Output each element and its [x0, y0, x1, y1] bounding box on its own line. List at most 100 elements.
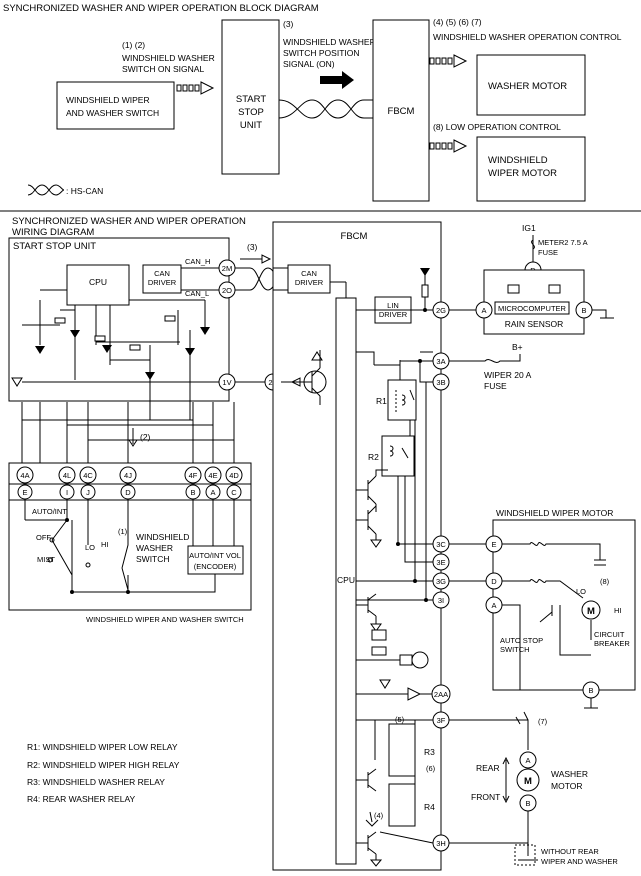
wiring-title-2: WIRING DIAGRAM — [12, 227, 94, 238]
ssu-pin-2m: 2M — [218, 259, 236, 277]
svg-text:MOTOR: MOTOR — [551, 781, 582, 791]
hs-can-legend: : HS-CAN — [27, 184, 103, 196]
svg-text:4D: 4D — [229, 471, 239, 480]
svg-text:RAIN SENSOR: RAIN SENSOR — [505, 319, 564, 329]
switch-pin-4f: 4F — [184, 466, 202, 484]
switch-pin-4j: 4J — [119, 466, 137, 484]
switch-pin-4a: 4A — [16, 466, 34, 484]
svg-text:A: A — [491, 601, 496, 610]
svg-text:LO: LO — [576, 587, 586, 596]
svg-text:R1: R1 — [376, 396, 387, 406]
svg-text:3A: 3A — [436, 357, 445, 366]
svg-text:AND WASHER SWITCH: AND WASHER SWITCH — [66, 108, 159, 118]
svg-text:3F: 3F — [437, 716, 446, 725]
svg-text:CIRCUIT: CIRCUIT — [594, 630, 625, 639]
svg-text:B: B — [588, 686, 593, 695]
svg-text:IG1: IG1 — [522, 223, 536, 233]
svg-text:2G: 2G — [436, 306, 446, 315]
svg-text:4E: 4E — [208, 471, 217, 480]
svg-text:3B: 3B — [436, 378, 445, 387]
svg-text:MIST: MIST — [37, 555, 55, 564]
svg-text:2AA: 2AA — [434, 690, 448, 699]
svg-text:LIN: LIN — [387, 301, 399, 310]
relay-r4-label: R4 — [424, 802, 435, 812]
svg-text:FUSE: FUSE — [538, 248, 558, 257]
start-stop-unit: START STOP UNIT CPU CAN DRIVER CAN_H CAN… — [8, 237, 230, 420]
svg-text:2M: 2M — [222, 264, 232, 273]
svg-text:SWITCH: SWITCH — [500, 645, 530, 654]
svg-text:3C: 3C — [436, 540, 446, 549]
relay-r2: R2 — [368, 435, 415, 477]
start-stop-unit-block: START STOP UNIT — [221, 19, 280, 175]
svg-text:(6): (6) — [426, 764, 436, 773]
label-2: (2) — [140, 432, 151, 442]
relay-r3-label: R3 — [424, 747, 435, 757]
svg-text:4L: 4L — [63, 471, 71, 480]
washer-control-label-2: WINDSHIELD WASHER OPERATION CONTROL — [433, 32, 622, 42]
svg-text:R2: WINDSHIELD WIPER HIGH RELA: R2: WINDSHIELD WIPER HIGH RELAY — [27, 760, 180, 770]
svg-text:WIPER AND WASHER: WIPER AND WASHER — [541, 857, 618, 866]
switch-pin-e: E — [17, 484, 33, 500]
svg-text:WINDSHIELD: WINDSHIELD — [488, 155, 548, 166]
switch-pin-i: I — [59, 484, 75, 500]
svg-text:A: A — [481, 306, 486, 315]
washer-signal-label-2: WINDSHIELD WASHER — [122, 53, 215, 63]
wiper-washer-switch: 4A 4L 4C 4J 4F 4E 4D E I J D B A C AUTO/… — [8, 402, 252, 611]
svg-text:CAN_H: CAN_H — [185, 257, 210, 266]
svg-text:CPU: CPU — [89, 277, 107, 287]
svg-text:AUTO/INT VOL: AUTO/INT VOL — [189, 551, 241, 560]
svg-text:DRIVER: DRIVER — [295, 278, 324, 287]
svg-text:CAN: CAN — [154, 269, 170, 278]
washer-motor: (7) A M B REAR FRONT WASHER MOTOR WITHOU… — [449, 711, 618, 866]
svg-text:2O: 2O — [222, 286, 232, 295]
svg-text:R4: REAR WASHER RELAY: R4: REAR WASHER RELAY — [27, 794, 135, 804]
svg-text:A: A — [525, 756, 530, 765]
svg-text:CAN_L: CAN_L — [185, 289, 209, 298]
svg-text:WASHER: WASHER — [551, 769, 588, 779]
switch-pin-c: C — [226, 484, 242, 500]
svg-text:J: J — [86, 488, 90, 497]
svg-text:WINDSHIELD WIPER: WINDSHIELD WIPER — [66, 95, 150, 105]
wiper-fuse: B+ WIPER 20 A FUSE — [449, 342, 532, 391]
position-label-3: SWITCH POSITION — [283, 48, 360, 58]
svg-text:4C: 4C — [83, 471, 93, 480]
switch-pin-4l: 4L — [58, 466, 76, 484]
svg-text:B: B — [581, 306, 586, 315]
switch-pin-a: A — [205, 484, 221, 500]
position-label-1: (3) — [283, 19, 294, 29]
svg-text:B+: B+ — [512, 342, 523, 352]
svg-text:WIPER 20 A: WIPER 20 A — [484, 370, 532, 380]
label-3: (3) — [247, 242, 258, 252]
svg-text:FBCM: FBCM — [341, 231, 368, 242]
svg-text:D: D — [125, 488, 131, 497]
washer-signal-label-1: (1) (2) — [122, 40, 145, 50]
svg-text:FUSE: FUSE — [484, 381, 507, 391]
svg-text:HI: HI — [101, 540, 109, 549]
ssu-pin-1v: 1V — [218, 373, 236, 391]
svg-text:E: E — [491, 540, 496, 549]
switch-pin-b: B — [185, 484, 201, 500]
svg-text:1V: 1V — [222, 378, 231, 387]
svg-text:: HS-CAN: : HS-CAN — [66, 186, 103, 196]
svg-text:WINDSHIELD WIPER MOTOR: WINDSHIELD WIPER MOTOR — [496, 508, 613, 518]
svg-text:4F: 4F — [189, 471, 198, 480]
svg-text:4J: 4J — [124, 471, 132, 480]
svg-text:A: A — [210, 488, 215, 497]
switch-pin-d: D — [120, 484, 136, 500]
position-label-2: WINDSHIELD WASHER — [283, 37, 376, 47]
svg-text:LO: LO — [85, 543, 95, 552]
switch-on-signal-arrow — [176, 81, 215, 95]
svg-text:FRONT: FRONT — [471, 792, 500, 802]
fbcm-pins: 2G 3A 3B 3C 3E 3G 3I 2AA 3F 3H — [356, 268, 451, 852]
svg-text:BREAKER: BREAKER — [594, 639, 630, 648]
washer-signal-label-3: SWITCH ON SIGNAL — [122, 64, 204, 74]
svg-text:4A: 4A — [20, 471, 29, 480]
svg-text:B: B — [190, 488, 195, 497]
svg-text:AUTO STOP: AUTO STOP — [500, 636, 543, 645]
ssu-pin-2o: 2O — [218, 281, 236, 299]
label-2-arrow — [128, 428, 138, 447]
svg-text:(8): (8) — [600, 577, 610, 586]
svg-text:HI: HI — [614, 606, 622, 615]
windshield-wiper-motor: WINDSHIELD WIPER MOTOR E D A B LO (8) M … — [449, 508, 636, 709]
switch-pin-4d: 4D — [225, 466, 243, 484]
